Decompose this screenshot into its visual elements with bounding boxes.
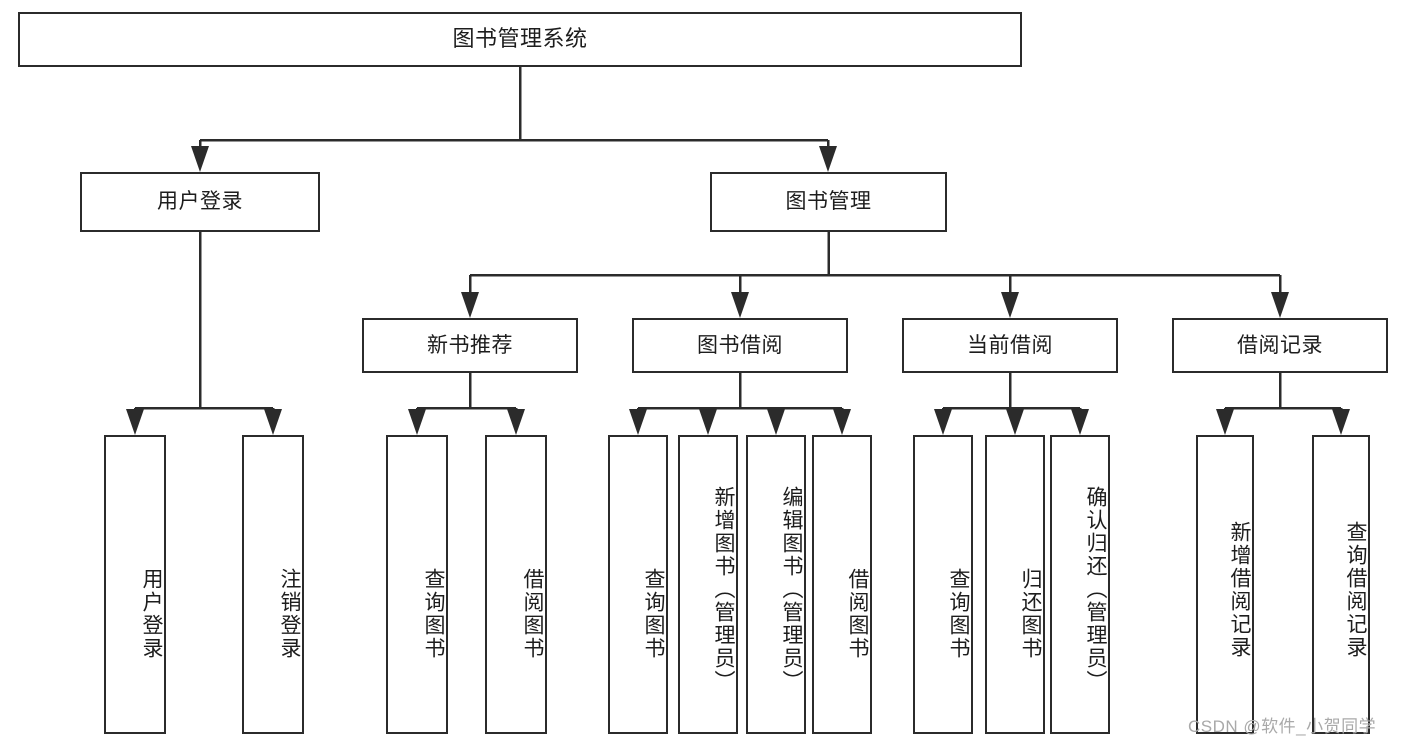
leaf-add-book-admin-label: 新增图书（管理员） (712, 486, 735, 693)
leaf-confirm-return-admin-label: 确认归还（管理员） (1084, 486, 1107, 693)
leaf-confirm-return-admin[interactable]: 确认归还（管理员） (1050, 435, 1110, 734)
node-root-label: 图书管理系统 (452, 26, 588, 52)
node-new-book-recommend-label: 新书推荐 (427, 333, 513, 357)
leaf-query-book-3[interactable]: 查询图书 (913, 435, 973, 734)
leaf-add-book-admin[interactable]: 新增图书（管理员） (678, 435, 738, 734)
node-book-borrow[interactable]: 图书借阅 (632, 318, 848, 373)
leaf-edit-book-admin[interactable]: 编辑图书（管理员） (746, 435, 806, 734)
leaf-borrow-book-1[interactable]: 借阅图书 (485, 435, 547, 734)
leaf-query-book-1[interactable]: 查询图书 (386, 435, 448, 734)
node-current-borrow-label: 当前借阅 (967, 333, 1053, 357)
leaf-add-borrow-record-label: 新增借阅记录 (1228, 520, 1251, 659)
leaf-query-book-1-label: 查询图书 (422, 567, 445, 660)
node-book-manage-label: 图书管理 (785, 190, 872, 214)
node-current-borrow[interactable]: 当前借阅 (902, 318, 1118, 373)
node-user-login-label: 用户登录 (157, 190, 243, 214)
leaf-query-book-2-label: 查询图书 (642, 567, 665, 660)
node-user-login[interactable]: 用户登录 (80, 172, 320, 232)
node-borrow-record[interactable]: 借阅记录 (1172, 318, 1388, 373)
leaf-edit-book-admin-label: 编辑图书（管理员） (780, 486, 803, 693)
leaf-query-borrow-record-label: 查询借阅记录 (1344, 520, 1367, 659)
node-root[interactable]: 图书管理系统 (18, 12, 1022, 67)
leaf-query-book-2[interactable]: 查询图书 (608, 435, 668, 734)
leaf-query-book-3-label: 查询图书 (947, 567, 970, 660)
leaf-borrow-book-2[interactable]: 借阅图书 (812, 435, 872, 734)
node-new-book-recommend[interactable]: 新书推荐 (362, 318, 578, 373)
leaf-user-login[interactable]: 用户登录 (104, 435, 166, 734)
leaf-borrow-book-1-label: 借阅图书 (521, 567, 544, 660)
leaf-logout-login-label: 注销登录 (278, 567, 301, 660)
leaf-return-book[interactable]: 归还图书 (985, 435, 1045, 734)
leaf-query-borrow-record[interactable]: 查询借阅记录 (1312, 435, 1370, 734)
leaf-add-borrow-record[interactable]: 新增借阅记录 (1196, 435, 1254, 734)
node-book-borrow-label: 图书借阅 (697, 333, 783, 357)
node-book-manage[interactable]: 图书管理 (710, 172, 947, 232)
leaf-user-login-label: 用户登录 (140, 567, 163, 660)
csdn-watermark: CSDN @软件_小贺同学 (1188, 717, 1377, 736)
leaf-return-book-label: 归还图书 (1019, 567, 1042, 660)
node-borrow-record-label: 借阅记录 (1237, 333, 1323, 357)
leaf-borrow-book-2-label: 借阅图书 (846, 567, 869, 660)
leaf-logout-login[interactable]: 注销登录 (242, 435, 304, 734)
